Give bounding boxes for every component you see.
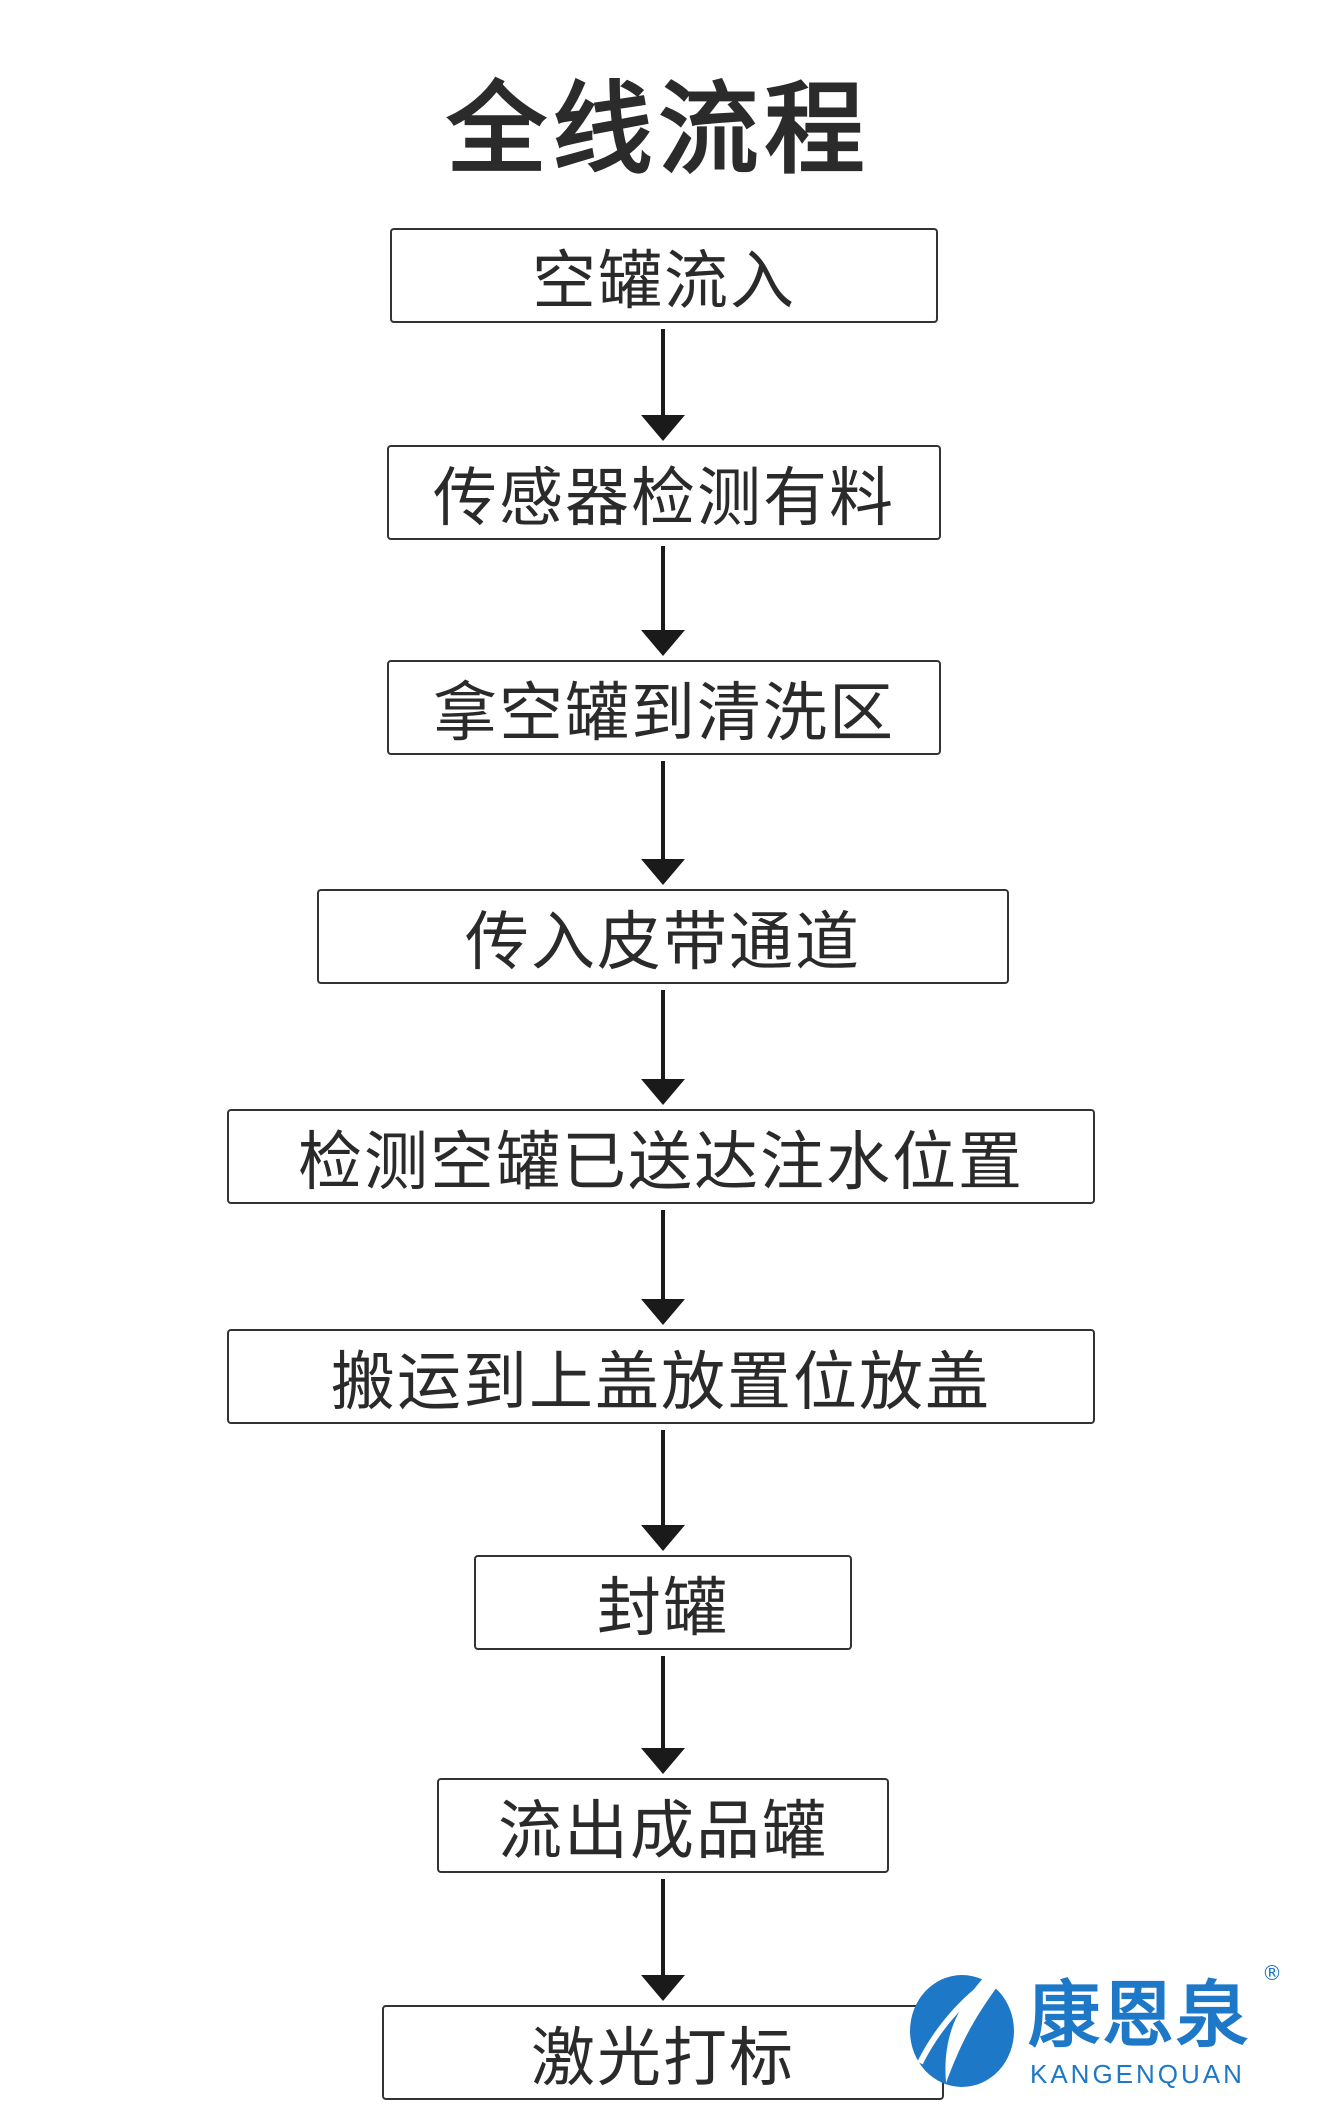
water-drop-logo-icon [910, 1973, 1014, 2087]
step-box-9: 激光打标 [382, 2005, 944, 2100]
page-title: 全线流程 [446, 71, 871, 188]
step-box-7: 封罐 [474, 1555, 852, 1650]
flow-arrow [641, 1879, 685, 2001]
registered-mark: ® [1262, 1961, 1282, 1985]
step-box-6: 搬运到上盖放置位放盖 [227, 1329, 1095, 1424]
flow-arrow [641, 1210, 685, 1325]
flow-arrow [641, 761, 685, 885]
step-box-2: 传感器检测有料 [387, 445, 941, 540]
step-box-3: 拿空罐到清洗区 [387, 660, 941, 755]
step-box-5: 检测空罐已送达注水位置 [227, 1109, 1095, 1204]
brand-name-cn: 康恩泉 [1028, 1973, 1251, 2057]
step-box-8: 流出成品罐 [437, 1778, 889, 1873]
step-box-1: 空罐流入 [390, 228, 938, 323]
flow-arrow [641, 990, 685, 1105]
flow-arrow [641, 1430, 685, 1551]
flow-arrow [641, 546, 685, 656]
step-box-4: 传入皮带通道 [317, 889, 1009, 984]
brand-name-en: KANGENQUAN [1030, 2059, 1245, 2089]
flow-arrow [641, 1656, 685, 1774]
flow-arrow [641, 329, 685, 441]
brand-logo: 康恩泉 KANGENQUAN ® [900, 1955, 1300, 2105]
